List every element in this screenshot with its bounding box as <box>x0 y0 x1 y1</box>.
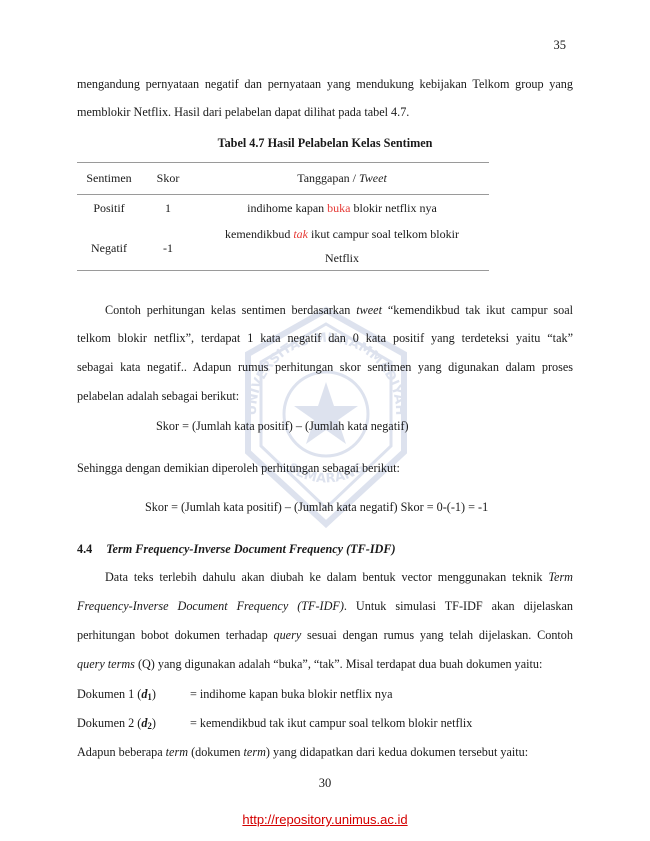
row-2-sentimen: Negatif <box>91 241 127 255</box>
paragraph-1-line-2: memblokir Netflix. Hasil dari pelabelan … <box>77 105 410 119</box>
paragraph-1-line-1: mengandung pernyataan negatif dan pernya… <box>77 77 573 91</box>
header-skor: Skor <box>156 171 180 185</box>
paragraph-3-line-1: Data teks terlebih dahulu akan diubah ke… <box>105 570 573 584</box>
sehingga-text: Sehingga dengan demikian diperoleh perhi… <box>77 461 400 475</box>
paragraph-2-line-2: telkom blokir netflix”, terdapat 1 kata … <box>77 331 573 345</box>
dokumen-2: Dokumen 2 (d2)= kemendikbud tak ikut cam… <box>77 716 473 731</box>
repository-link-container: http://repository.unimus.ac.id <box>0 812 650 827</box>
highlight-word: buka <box>327 201 351 215</box>
paragraph-3-line-3: perhitungan bobot dokumen terhadap query… <box>77 628 573 642</box>
paragraph-2-line-3: sebagai kata negatif.. Adapun rumus perh… <box>77 360 573 374</box>
paragraph-3-line-4: query terms (Q) yang digunakan adalah “b… <box>77 657 543 671</box>
header-tanggapan: Tanggapan / Tweet <box>297 171 387 185</box>
formula-skor-result: Skor = (Jumlah kata positif) – (Jumlah k… <box>145 500 489 514</box>
table-caption: Tabel 4.7 Hasil Pelabelan Kelas Sentimen <box>217 136 433 150</box>
paragraph-3-line-2: Frequency-Inverse Document Frequency (TF… <box>77 599 573 613</box>
paragraph-2-line-1: Contoh perhitungan kelas sentimen berdas… <box>105 303 573 317</box>
repository-link[interactable]: http://repository.unimus.ac.id <box>242 812 408 827</box>
row-1-sentimen: Positif <box>93 201 125 215</box>
header-sentimen: Sentimen <box>86 171 132 185</box>
university-seal-watermark: UNIVERSITAS MUHAMMADIYAH SEMARANG <box>245 306 407 529</box>
row-2-skor: -1 <box>163 241 173 255</box>
highlight-word: tak <box>293 227 308 241</box>
formula-skor: Skor = (Jumlah kata positif) – (Jumlah k… <box>156 419 409 433</box>
row-1-skor: 1 <box>165 201 171 215</box>
paragraph-2-line-4: pelabelan adalah sebagai berikut: <box>77 389 240 403</box>
row-1-tanggapan: indihome kapan buka blokir netflix nya <box>247 201 437 215</box>
table-rule-header <box>77 194 489 195</box>
page-number-top: 35 <box>553 38 567 52</box>
row-2-tanggapan-line-2: Netflix <box>325 251 359 265</box>
page-number-bottom: 30 <box>318 776 332 790</box>
row-2-tanggapan: kemendikbud tak ikut campur soal telkom … <box>225 227 459 241</box>
table-rule-bottom <box>77 270 489 271</box>
dokumen-1: Dokumen 1 (d1)= indihome kapan buka blok… <box>77 687 393 702</box>
paragraph-4: Adapun beberapa term (dokumen term) yang… <box>77 745 529 759</box>
table-rule-top <box>77 162 489 163</box>
